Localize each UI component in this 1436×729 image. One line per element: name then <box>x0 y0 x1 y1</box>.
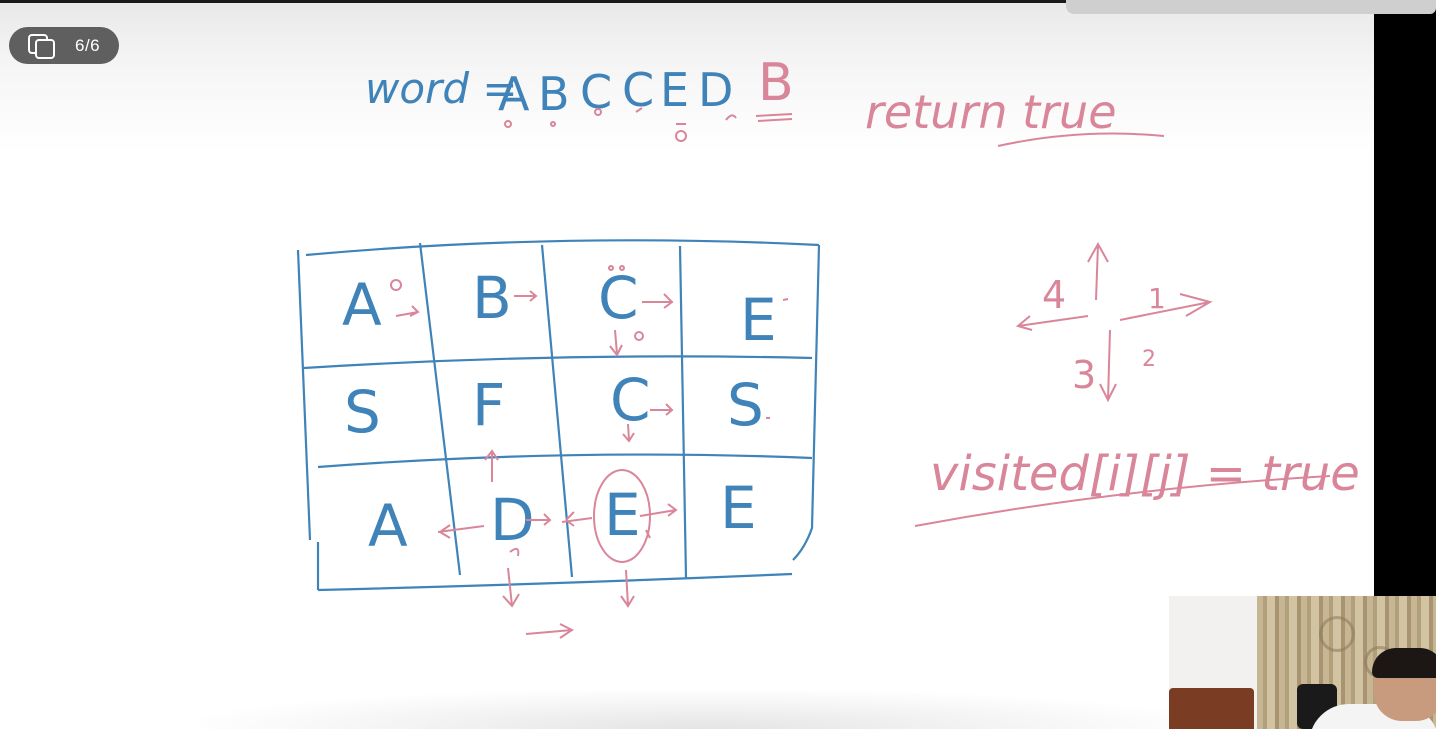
presenter-webcam[interactable] <box>1169 596 1436 729</box>
top-panel-tab[interactable] <box>1066 0 1436 14</box>
grid-lines <box>296 239 821 592</box>
word-extra-letter: B <box>758 53 794 113</box>
return-note: return true <box>865 85 1117 139</box>
word-letter-1: A <box>498 67 530 121</box>
word-letter-6: D <box>698 63 733 117</box>
direction-label-3: 3 <box>1072 353 1096 397</box>
whiteboard-canvas: word = A B C C E D B return true A B <box>296 53 1360 639</box>
cell-r1-c3: C <box>598 264 639 332</box>
pages-stack-icon <box>28 34 55 59</box>
right-letterbox <box>1374 0 1436 596</box>
visited-underline <box>914 475 1331 527</box>
cell-r3-c1: A <box>368 492 408 560</box>
page-counter-text: 6/6 <box>75 36 101 55</box>
cell-r2-c2: F <box>472 371 505 439</box>
word-letter-2: B <box>538 67 570 121</box>
word-letter-4: C <box>622 63 654 117</box>
return-underline <box>997 132 1165 147</box>
cell-r3-c4: E <box>720 474 757 542</box>
cell-r1-c4: E <box>740 286 777 354</box>
cell-r2-c3: C <box>610 366 651 434</box>
cell-r1-c2: B <box>472 264 512 332</box>
page-counter-badge[interactable]: 6/6 <box>9 27 119 64</box>
presenter-hair <box>1372 648 1436 678</box>
traversal-arrows <box>390 265 789 639</box>
webcam-sofa <box>1169 688 1254 729</box>
top-shadow <box>0 3 1374 153</box>
curtain-pattern <box>1319 616 1355 652</box>
direction-label-2: 2 <box>1142 347 1156 372</box>
top-edge-bar <box>0 0 1436 3</box>
direction-diagram <box>1015 241 1213 403</box>
cell-r2-c1: S <box>344 378 381 446</box>
word-letter-5: E <box>660 63 689 117</box>
cell-r2-c4: S <box>727 371 764 439</box>
direction-label-1: 1 <box>1148 282 1166 315</box>
cell-r1-c1: A <box>342 271 382 339</box>
visited-note: visited[i][j] = true <box>930 446 1360 502</box>
cell-r3-c3: E <box>604 481 641 549</box>
word-label: word = <box>365 64 518 113</box>
bottom-shadow <box>200 690 1200 729</box>
word-marks <box>504 107 793 142</box>
direction-label-4: 4 <box>1042 273 1066 317</box>
